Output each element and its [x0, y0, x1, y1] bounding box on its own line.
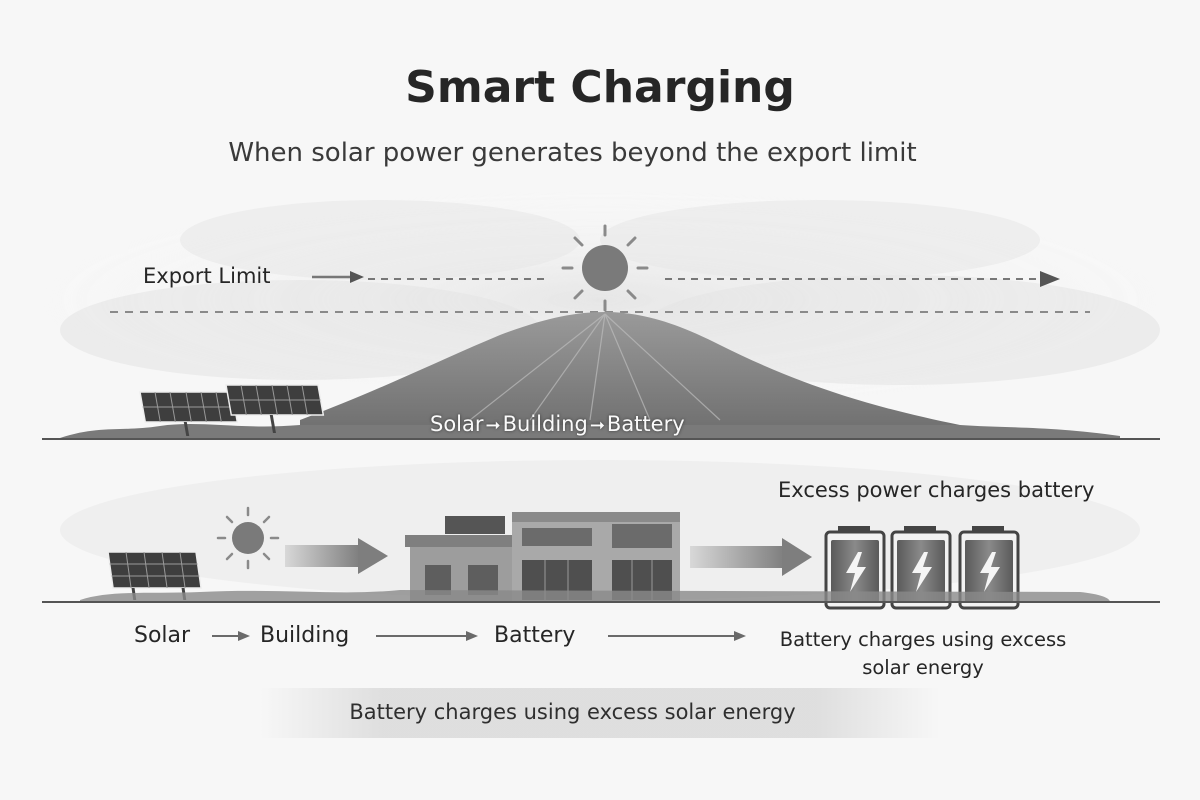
lightning-icon: [846, 552, 866, 592]
arrow-right-icon: ➞: [485, 415, 501, 436]
export-limit-line: [110, 271, 1090, 313]
top-flow-building: Building: [502, 412, 588, 436]
top-flow-battery: Battery: [606, 412, 685, 436]
page-subtitle: When solar power generates beyond the ex…: [228, 138, 917, 168]
arrow-right-icon: [1040, 271, 1060, 287]
excess-power-heading: Excess power charges battery: [778, 478, 1095, 502]
arrow-right-icon: ➞: [589, 415, 605, 436]
export-limit-label: Export Limit: [143, 264, 271, 288]
solar-panel-icon: [139, 391, 239, 436]
flow-label-result: Battery charges using excess solar energ…: [758, 626, 1088, 682]
solar-panel-icon: [225, 384, 325, 433]
generation-mountain: [300, 312, 960, 438]
battery-icon: [958, 526, 1020, 610]
lightning-icon: [912, 552, 932, 592]
ground-bottom: [42, 590, 1160, 603]
flow-result-line-2: solar energy: [862, 656, 984, 679]
sun-icon: [561, 224, 649, 312]
sun-icon: [216, 506, 280, 570]
arrow-right-icon: [350, 271, 364, 283]
lightning-icon: [980, 552, 1000, 592]
building-icon: [405, 512, 680, 601]
flow-label-battery: Battery: [494, 623, 576, 648]
ground-top: [42, 424, 1160, 440]
flow-label-building: Building: [260, 623, 350, 648]
page-title: Smart Charging: [405, 62, 795, 113]
arrow-right-icon: [466, 631, 478, 641]
top-flow-solar: Solar: [430, 412, 484, 436]
arrow-right-icon: [238, 631, 250, 641]
arrow-right-icon: [734, 631, 746, 641]
cloud-haze-top: [40, 190, 1160, 410]
battery-icon: [824, 526, 886, 610]
top-flow-label: Solar➞Building➞Battery: [430, 412, 685, 436]
flow-arrows: [212, 631, 746, 641]
flow-result-line-1: Battery charges using excess: [779, 628, 1067, 651]
footer-caption: Battery charges using excess solar energ…: [349, 700, 796, 724]
footer-band: [260, 688, 940, 738]
solar-panel-icon: [107, 551, 202, 600]
arrow-right-icon: [285, 538, 388, 574]
battery-icon: [890, 526, 952, 610]
arrow-right-icon: [690, 538, 812, 576]
flow-label-solar: Solar: [134, 623, 191, 648]
